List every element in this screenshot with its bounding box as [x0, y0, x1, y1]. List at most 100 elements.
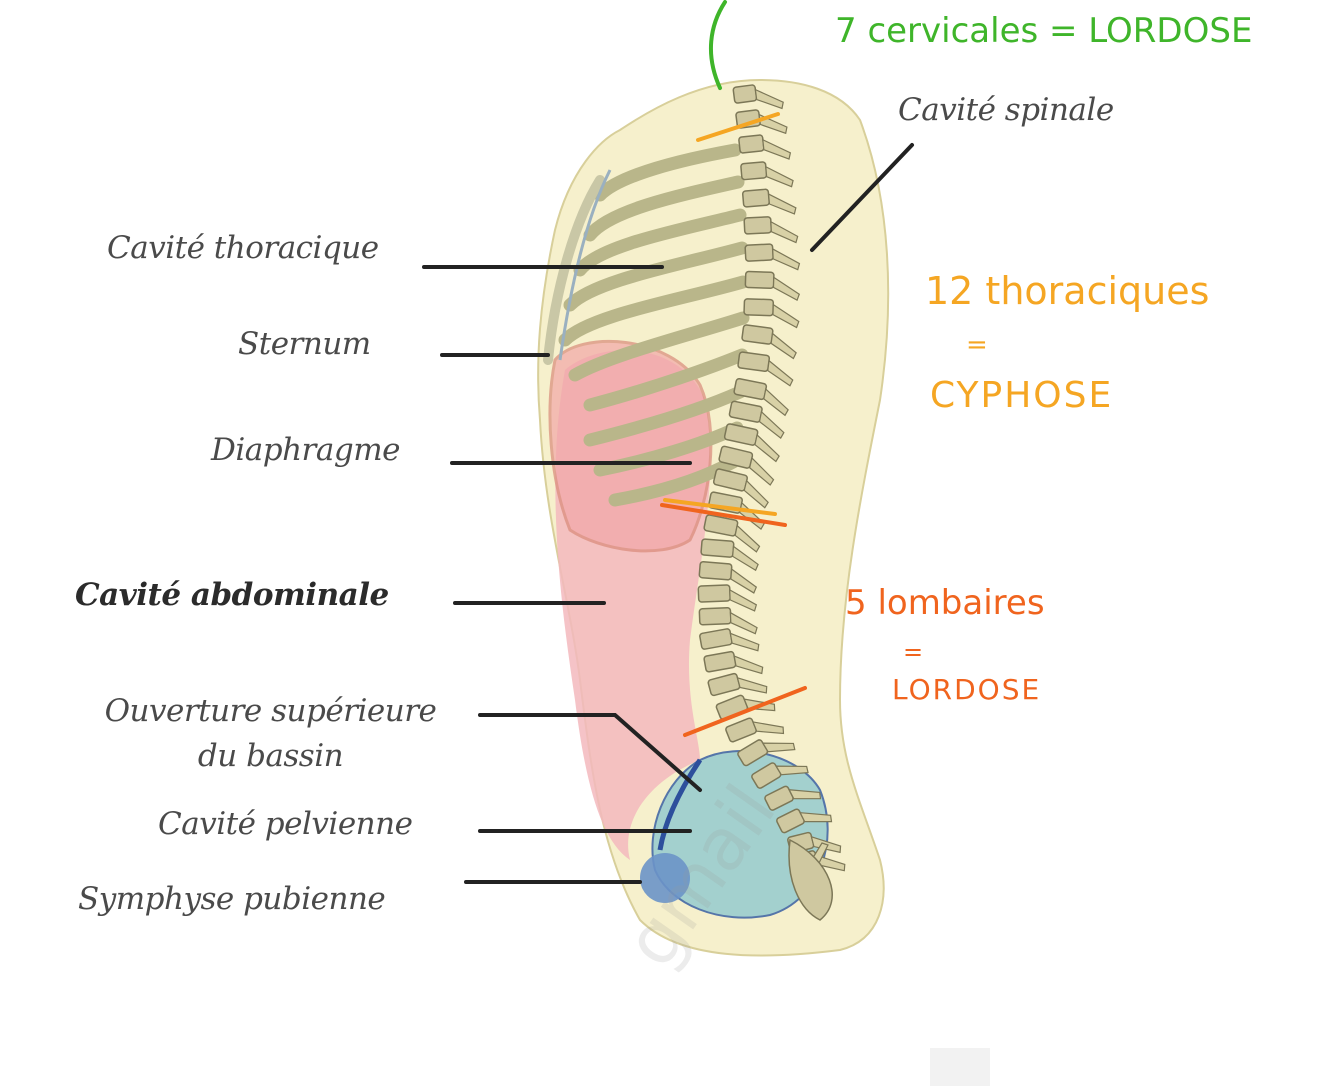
spinous-process [775, 765, 809, 776]
spinous-process [734, 524, 761, 553]
spinous-process [767, 193, 797, 215]
vertebra [744, 243, 801, 271]
yellow-mark-top [696, 112, 780, 142]
spinous-process [733, 655, 764, 675]
vertebra [776, 808, 833, 834]
spinous-process [765, 165, 794, 188]
vertebra [712, 468, 769, 509]
vertebra-body [698, 607, 732, 626]
leader-lines [422, 143, 914, 884]
label-symphyse-pubienne: Symphyse pubienne [78, 881, 386, 917]
vertebra [700, 538, 759, 572]
green-bracket-mark [708, 0, 727, 90]
spinous-process [752, 721, 785, 735]
spinous-process [799, 811, 833, 823]
sternum-cartilage [558, 169, 612, 361]
leader-cavite-spinale [810, 143, 914, 252]
spinous-process [758, 410, 785, 439]
vertebra [699, 628, 760, 652]
grey-patch [930, 1048, 990, 1086]
vertebra-body [743, 216, 773, 235]
vertebra [725, 717, 785, 743]
spinous-process [770, 332, 797, 360]
label-cavite-pelvienne: Cavité pelvienne [158, 806, 413, 842]
spinous-process [729, 588, 758, 612]
vertebra [718, 445, 775, 486]
vertebra [751, 762, 809, 789]
vertebra [698, 561, 758, 594]
orange-mark-low [683, 686, 807, 737]
vertebra-body [741, 324, 774, 345]
label-cavite-thoracique: Cavité thoracique [107, 230, 379, 266]
vertebra [741, 324, 797, 360]
annotation-cervicales: 7 cervicales = LORDOSE [835, 11, 1253, 51]
ribs [558, 143, 750, 507]
spinous-process [770, 220, 799, 244]
spinous-process [761, 742, 796, 753]
label-cavite-spinale: Cavité spinale [898, 92, 1114, 128]
spinous-process [767, 359, 794, 387]
vertebra [733, 377, 789, 417]
spinous-process [729, 632, 760, 652]
pelvic-inlet [657, 758, 703, 851]
spinous-process [736, 676, 768, 694]
vertebra [737, 351, 794, 387]
vertebra-body [744, 243, 774, 262]
vertebra [743, 216, 799, 244]
annotation-thoraciques: 12 thoraciques [925, 269, 1210, 313]
vertebra [723, 423, 780, 463]
sternum-bone [543, 175, 605, 365]
spinous-process [729, 611, 758, 635]
vertebra [744, 270, 801, 302]
vertebra [764, 785, 822, 811]
pubic-symphysis [640, 853, 690, 903]
label-cavite-abdominale: Cavité abdominale [75, 577, 389, 613]
annotation-lordose: LORDOSE [892, 673, 1042, 706]
vertebra [703, 650, 764, 675]
vertebra-body [697, 584, 731, 603]
spinous-process [730, 567, 758, 594]
spine [697, 84, 846, 921]
vertebra [740, 161, 794, 188]
sacrum [788, 838, 833, 921]
white-patch [470, 885, 600, 1015]
annotation-lombaires: 5 lombaires [845, 583, 1045, 623]
spinous-process [772, 276, 801, 302]
spinous-process [743, 479, 769, 509]
spinous-process [732, 545, 759, 572]
vertebra [732, 84, 784, 110]
label-sternum: Sternum [238, 326, 371, 362]
vertebra [741, 188, 797, 215]
vertebra-body [741, 188, 770, 208]
vertebra [698, 607, 758, 635]
annotation-cyphose: CYPHOSE [930, 375, 1114, 416]
orange-mark-mid [660, 503, 787, 527]
spinous-process [788, 789, 822, 800]
vertebra-body [738, 134, 765, 154]
label-ouverture-superieure: Ouverture supérieure du bassin [88, 693, 453, 775]
vertebra-body [740, 161, 768, 181]
leader-ouverture [478, 713, 702, 792]
label-diaphragme: Diaphragme [211, 432, 400, 468]
vertebra [703, 514, 761, 553]
vertebra [738, 134, 792, 160]
vertebra-body [743, 298, 775, 317]
vertebra [697, 584, 758, 612]
yellow-mark-mid [663, 498, 777, 516]
vertebra-body [744, 270, 775, 290]
vertebra [737, 739, 796, 767]
spinous-process [754, 433, 780, 463]
annotation-lombaires-eq: = [903, 638, 924, 666]
vertebra-body [698, 561, 733, 581]
spinous-process [763, 387, 789, 417]
vertebra [728, 400, 785, 439]
spinous-process [762, 138, 792, 160]
spinous-process [772, 303, 800, 329]
label-ouverture-line2: du bassin [197, 738, 344, 775]
vertebra-body [700, 538, 735, 558]
spinous-process [772, 247, 801, 271]
vertebra-body [732, 84, 758, 104]
annotation-thoraciques-eq: = [966, 330, 988, 360]
label-ouverture-line1: Ouverture supérieure [104, 693, 437, 729]
